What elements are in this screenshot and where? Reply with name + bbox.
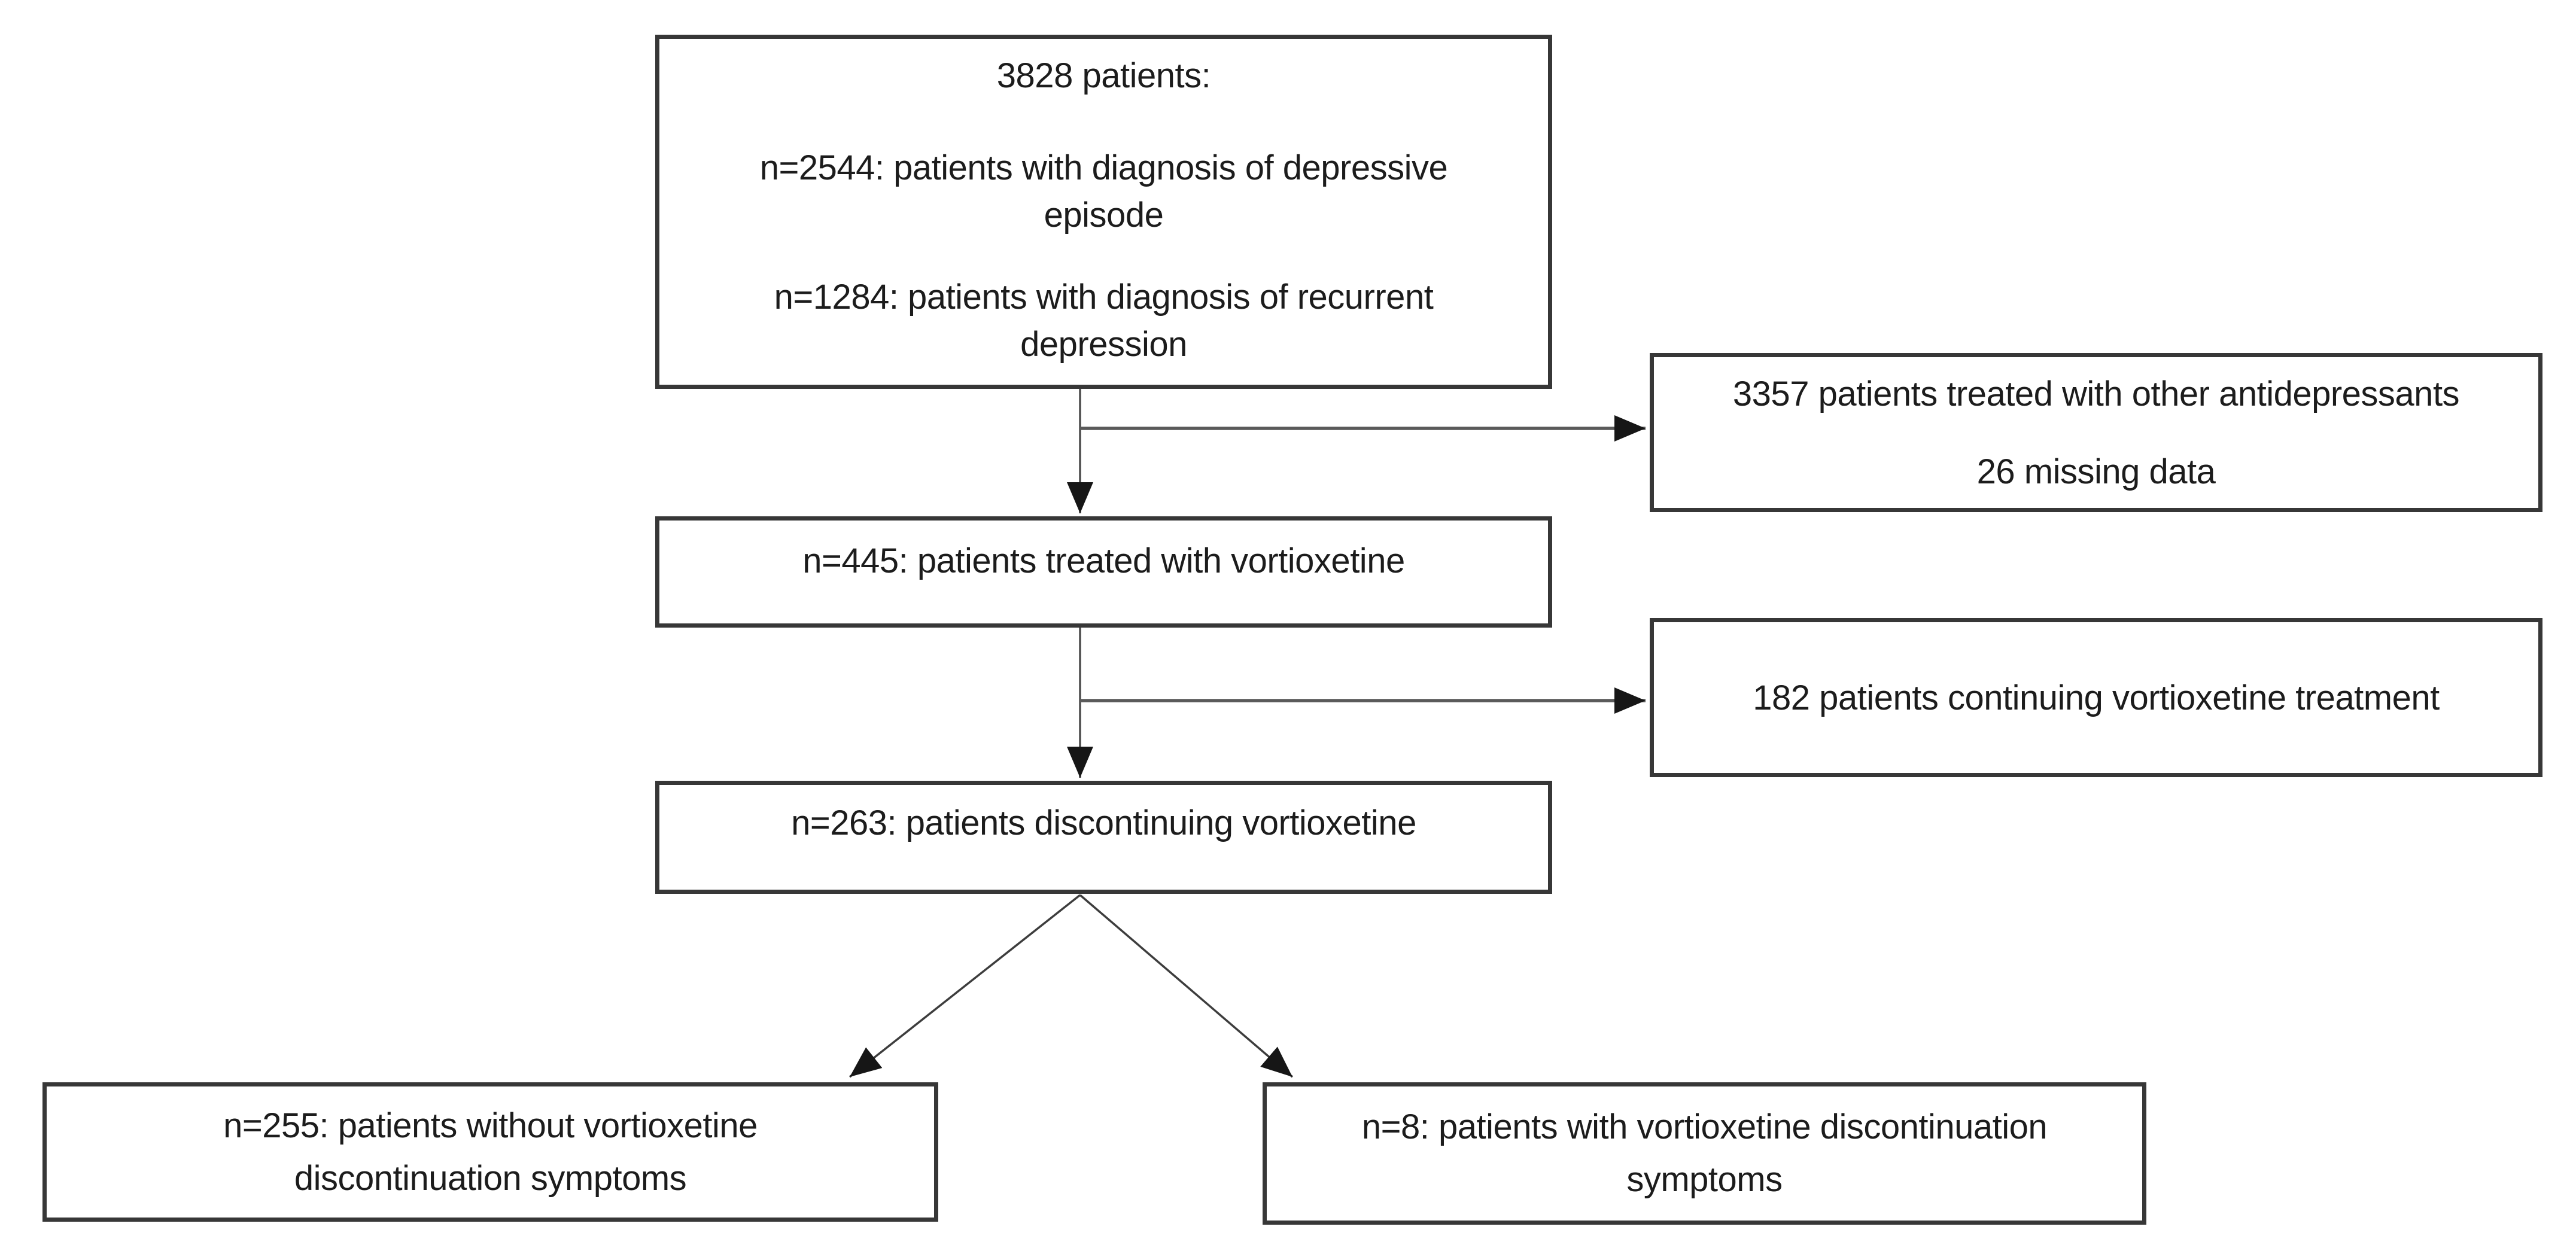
vortioxetine-treated-count: n=445: patients treated with vortioxetin…: [802, 541, 1405, 580]
missing-data-count: 26 missing data: [1976, 452, 2216, 491]
without-symptoms-count-line1: n=255: patients without vortioxetine: [223, 1106, 758, 1145]
connector-discontinuing-to-no-symptoms: [848, 894, 1081, 1078]
connector-discontinuing-to-symptoms: [1079, 894, 1294, 1078]
flow-box-vortioxetine-treated: n=445: patients treated with vortioxetin…: [655, 516, 1552, 628]
discontinuing-count: n=263: patients discontinuing vortioxeti…: [791, 803, 1416, 842]
without-symptoms-count-line2: discontinuation symptoms: [294, 1158, 687, 1198]
flow-box-with-discontinuation-symptoms: n=8: patients with vortioxetine disconti…: [1263, 1082, 2146, 1225]
flow-box-without-discontinuation-symptoms: n=255: patients without vortioxetine dis…: [42, 1082, 938, 1222]
depressive-episode-count-line1: n=2544: patients with diagnosis of depre…: [759, 148, 1448, 187]
flow-box-total-patients: 3828 patients: n=2544: patients with dia…: [655, 35, 1552, 389]
depressive-episode-count-line2: episode: [1044, 196, 1164, 235]
with-symptoms-count-line1: n=8: patients with vortioxetine disconti…: [1361, 1107, 2048, 1146]
flow-box-discontinuing: n=263: patients discontinuing vortioxeti…: [655, 781, 1552, 894]
flow-box-other-antidepressants: 3357 patients treated with other antidep…: [1650, 353, 2542, 512]
recurrent-depression-count-line2: depression: [1020, 325, 1187, 364]
continuing-treatment-count: 182 patients continuing vortioxetine tre…: [1753, 678, 2440, 717]
with-symptoms-count-line2: symptoms: [1626, 1160, 1783, 1199]
flow-box-continuing-treatment: 182 patients continuing vortioxetine tre…: [1650, 618, 2542, 777]
recurrent-depression-count-line1: n=1284: patients with diagnosis of recur…: [774, 278, 1434, 316]
other-antidepressants-count: 3357 patients treated with other antidep…: [1732, 374, 2460, 413]
total-patients-heading: 3828 patients:: [996, 56, 1211, 95]
